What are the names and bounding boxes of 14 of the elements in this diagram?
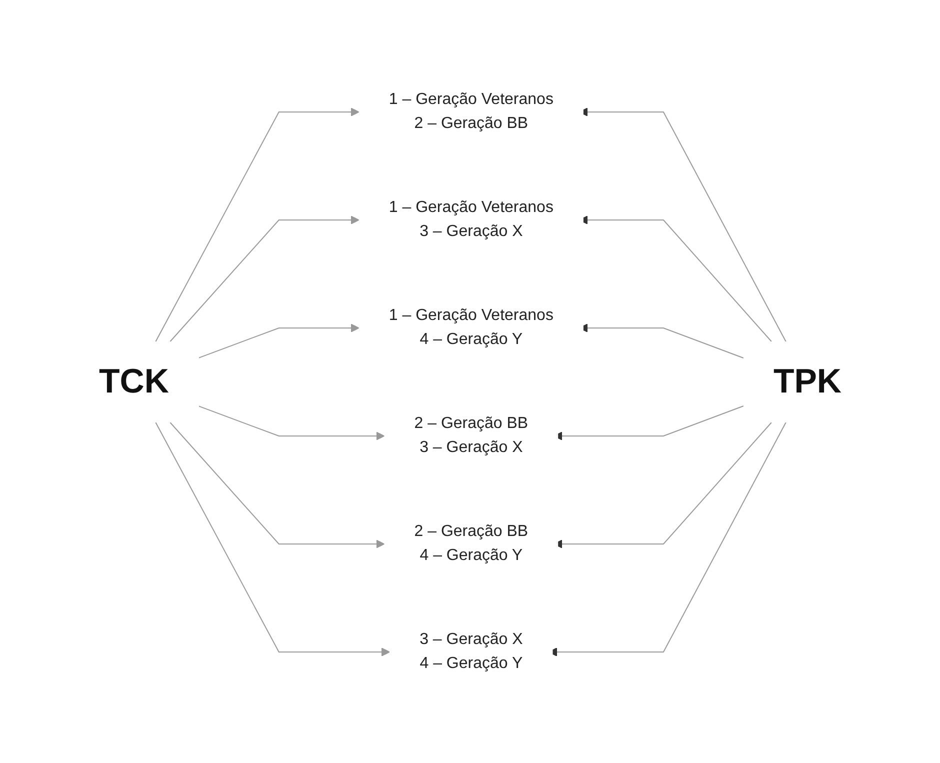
node-text: TCK bbox=[98, 362, 169, 400]
node-text: TPK bbox=[773, 362, 842, 400]
node-text: 3 – Geração X 4 – Geração Y bbox=[419, 630, 523, 672]
arrow bbox=[169, 215, 360, 342]
arrow bbox=[198, 323, 360, 358]
node-text: 2 – Geração BB 4 – Geração Y bbox=[414, 522, 528, 564]
node-text: 2 – Geração BB 3 – Geração X bbox=[414, 414, 528, 456]
node-text: 1 – Geração Veteranos 4 – Geração Y bbox=[388, 306, 554, 348]
arrow bbox=[154, 422, 390, 656]
node-text: 1 – Geração Veteranos 2 – Geração BB bbox=[388, 90, 554, 132]
arrow bbox=[154, 107, 360, 342]
node-text: 1 – Geração Veteranos 3 – Geração X bbox=[388, 198, 554, 240]
arrow bbox=[169, 422, 384, 548]
arrow bbox=[198, 405, 384, 440]
